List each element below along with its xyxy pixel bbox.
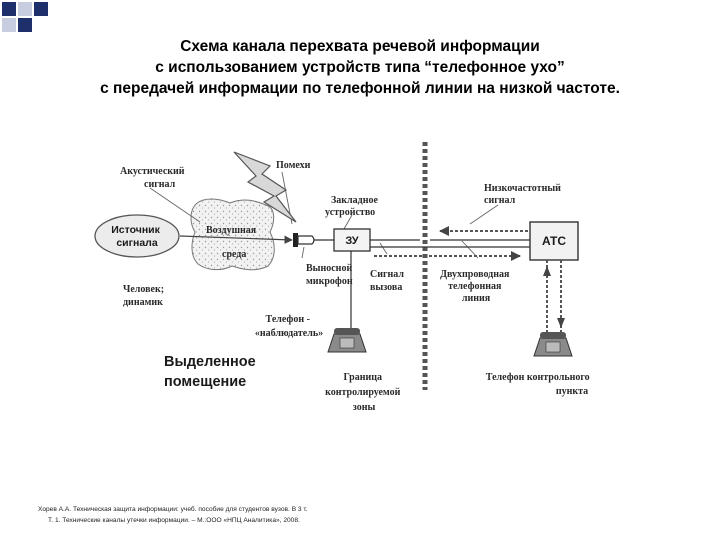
- svg-text:Граница контролируемой: Граница контролируемой зоны: [325, 372, 403, 413]
- air-medium: [190, 198, 275, 271]
- interference-lightning-icon: [233, 151, 297, 223]
- title-line: с передачей информации по телефонной лин…: [100, 80, 620, 97]
- air-label: среда: [222, 249, 246, 260]
- microphone-icon: [297, 235, 315, 245]
- svg-text:Сигнал вызова: Сигнал вызова: [370, 269, 406, 293]
- interference-label: Помехи: [276, 160, 311, 171]
- two-wire-line-label: линия: [462, 293, 491, 304]
- slide-title: Схема канала перехвата речевой информаци…: [0, 36, 720, 99]
- microphone-label: Выносной: [306, 263, 352, 274]
- control-telephone-icon: [533, 332, 573, 357]
- leader-line: [343, 214, 353, 230]
- observer-phone-label: «наблюдатель»: [255, 328, 323, 339]
- corner-square: [18, 18, 32, 32]
- call-signal-label: вызова: [370, 282, 402, 293]
- boundary-label: зоны: [353, 402, 376, 413]
- title-line: Схема канала перехвата речевой информаци…: [180, 38, 540, 55]
- microphone-icon: [293, 233, 298, 247]
- title-line: с использованием устройств типа “телефон…: [155, 59, 565, 76]
- corner-square: [2, 2, 16, 16]
- low-frequency-label: Низкочастотный: [484, 183, 561, 194]
- human-label: Человек;: [123, 284, 164, 295]
- acoustic-signal-label: сигнал: [144, 179, 176, 190]
- room-label: Выделенное: [164, 354, 256, 370]
- svg-text:Низкочастотный сигнал: Низкочастотный сигнал: [484, 183, 563, 206]
- footer-line: Хорев А.А. Техническая защита информации…: [38, 506, 308, 513]
- svg-text:Телефон контрольного пункт: Телефон контрольного пункта: [486, 372, 592, 397]
- ats-box: [529, 221, 579, 261]
- svg-text:Воздушная среда: Воздушная среда: [206, 225, 259, 260]
- leader-line: [379, 242, 388, 255]
- control-phone-label: пункта: [556, 386, 588, 397]
- bug-device-label: Закладное: [331, 195, 378, 206]
- leader-line: [149, 187, 201, 223]
- svg-text:Человек; динамик: Человек; динамик: [123, 284, 167, 308]
- acoustic-arrow: [179, 235, 293, 244]
- boundary-label: Граница: [343, 372, 382, 383]
- ats-label: АТС: [542, 234, 566, 248]
- observer-phone-label: Телефон -: [266, 314, 310, 325]
- svg-text:Выделенное помещение: Выделенное помещение: [164, 354, 260, 390]
- leader-line: [469, 204, 499, 225]
- svg-text:Телефон - «наблюдатель»: Телефон - «наблюдатель»: [255, 314, 323, 339]
- control-arrow: [557, 318, 565, 328]
- svg-text:Двухпроводная телефонная: Двухпроводная телефонная линия: [440, 269, 512, 304]
- source-label: Источник: [111, 224, 160, 236]
- human-label: динамик: [123, 297, 163, 308]
- call-signal-label: Сигнал: [370, 269, 404, 280]
- low-frequency-label: сигнал: [484, 195, 516, 206]
- footer-line: Т. 1. Технические каналы утечки информац…: [48, 517, 300, 524]
- svg-text:Источник сигнала: Источник сигнала: [111, 224, 163, 249]
- corner-square: [34, 2, 48, 16]
- observer-telephone-icon: [327, 328, 367, 353]
- svg-text:Закладное устройство: Закладное устройство: [325, 195, 380, 218]
- footer-citation: Хорев А.А. Техническая защита информации…: [38, 504, 308, 526]
- air-label: Воздушная: [206, 225, 257, 236]
- two-wire-line-label: телефонная: [448, 281, 502, 292]
- corner-square: [18, 2, 32, 16]
- svg-text:Выносной микрофон: Выносной микрофон: [306, 263, 355, 287]
- control-phone-label: Телефон контрольного: [486, 372, 590, 383]
- zu-label: ЗУ: [345, 235, 358, 247]
- corner-square: [2, 18, 16, 32]
- two-wire-line-label: Двухпроводная: [440, 269, 510, 280]
- control-arrow: [543, 266, 551, 276]
- bug-device-label: устройство: [325, 207, 375, 218]
- source-label: сигнала: [116, 237, 158, 249]
- acoustic-signal-label: Акустический: [120, 166, 185, 177]
- microphone-label: микрофон: [306, 276, 353, 287]
- svg-text:Акустический сигнал: Акустический сигнал: [120, 166, 187, 190]
- leader-line: [301, 246, 305, 259]
- signal-source: [94, 214, 180, 258]
- room-label: помещение: [164, 374, 246, 390]
- boundary-label: контролируемой: [325, 387, 400, 398]
